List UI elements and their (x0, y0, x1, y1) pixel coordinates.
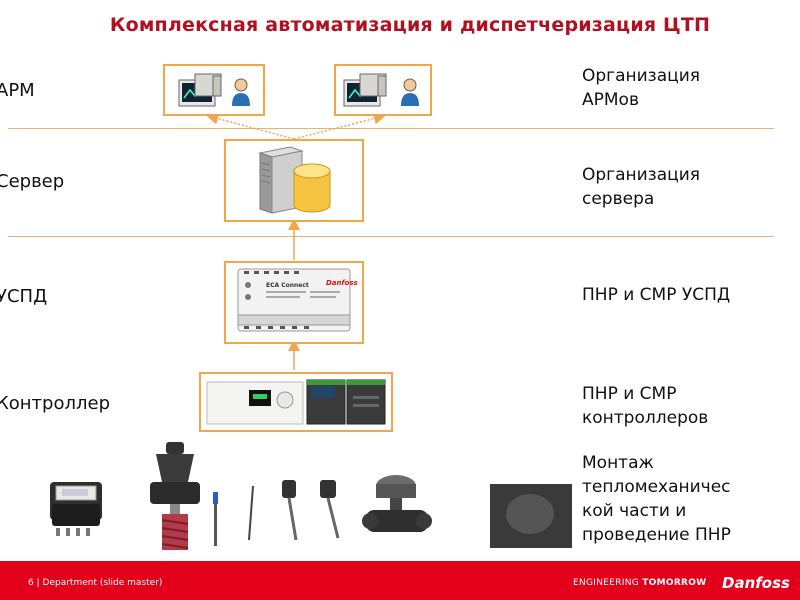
sensor (248, 485, 254, 541)
equipment-photo (490, 484, 572, 548)
user-icon (232, 78, 250, 106)
note-uspd: ПНР и СМР УСПД (582, 283, 782, 307)
note-controller-line: ПНР и СМР (582, 384, 677, 404)
workstation-icon (343, 73, 387, 107)
note-controller: ПНР и СМР контроллеров (582, 382, 782, 430)
workstation-icon (178, 73, 222, 107)
controller-device (206, 379, 386, 425)
note-server-line: Организация (582, 165, 700, 185)
sensor (213, 492, 218, 546)
note-server-line: сервера (582, 189, 655, 209)
svg-text:Danfoss: Danfoss (722, 574, 790, 592)
note-mounting-line: Монтаж (582, 453, 654, 473)
user-icon (401, 78, 419, 106)
level-label-controller: Контроллер (0, 393, 110, 414)
footer-page-info: 6 | Department (slide master) (28, 578, 162, 588)
arm-workstation-box-2 (334, 64, 432, 116)
valve (150, 442, 200, 550)
note-arm: Организация АРМов (582, 64, 782, 112)
uspd-box: ECA Connect Danfoss (224, 261, 364, 344)
sensor (282, 480, 298, 541)
level-label-arm: АРМ (0, 80, 35, 101)
divider-line (8, 236, 774, 237)
department-label: Department (slide master) (42, 578, 163, 588)
footer-bar: 6 | Department (slide master) ENGINEERIN… (0, 561, 800, 600)
heat-meter (50, 482, 102, 536)
note-mounting-line: проведение ПНР (582, 525, 731, 545)
note-mounting: Монтаж тепломеханичес кой части и провед… (582, 451, 782, 547)
svg-text:Danfoss: Danfoss (326, 279, 358, 287)
database-icon (293, 163, 331, 213)
arm-workstation-box-1 (163, 64, 265, 116)
note-mounting-line: кой части и (582, 501, 687, 521)
level-label-uspd: УСПД (0, 286, 48, 307)
slide-title: Комплексная автоматизация и диспетчериза… (109, 14, 711, 36)
controller-box (199, 372, 393, 432)
note-arm-line: АРМов (582, 90, 639, 110)
note-server: Организация сервера (582, 163, 782, 211)
arrow-server-to-arm-right (293, 112, 386, 140)
server-box (224, 139, 364, 222)
note-arm-line: Организация (582, 66, 700, 86)
page-number: 6 (28, 578, 34, 588)
tagline: ENGINEERING TOMORROW (573, 578, 707, 588)
note-controller-line: контроллеров (582, 408, 709, 428)
footer-separator: | (36, 578, 40, 588)
arrow-server-to-arm-left (206, 112, 295, 140)
divider-line (8, 128, 774, 129)
uspd-device: ECA Connect Danfoss (237, 268, 358, 332)
device-label: ECA Connect (266, 282, 309, 289)
actuator-valve (362, 475, 432, 532)
level-label-server: Сервер (0, 171, 65, 192)
note-uspd-line: ПНР и СМР УСПД (582, 285, 731, 305)
note-mounting-line: тепломеханичес (582, 477, 731, 497)
sensor (320, 480, 340, 539)
danfoss-logo: Danfoss (718, 568, 794, 596)
